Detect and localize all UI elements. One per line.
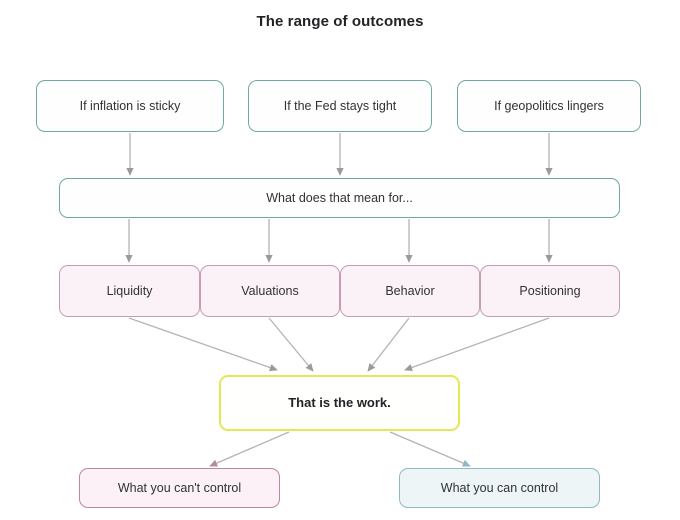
node-label: That is the work. [288,395,391,411]
node-label: Valuations [241,283,299,298]
node-label: What you can't control [117,480,242,495]
node-if-the-fed-stays-tight[interactable]: If the Fed stays tight [248,80,432,132]
node-label: If geopolitics lingers [494,98,604,113]
node-what-you-can-control[interactable]: What you can control [399,468,600,508]
node-behavior[interactable]: Behavior [340,265,480,317]
edge-liquidity-to-conclusion [128,317,278,372]
node-label: If inflation is sticky [79,98,181,113]
edge-positioning-to-conclusion [404,317,550,372]
edge-conclusion-to-cant-control [209,431,290,467]
node-label: If the Fed stays tight [283,98,397,113]
node-what-does-that-mean-for[interactable]: What does that mean for... [59,178,620,218]
page-title: The range of outcomes [256,13,424,30]
node-label: What you can control [440,480,559,495]
node-that-is-the-work[interactable]: That is the work. [219,375,460,431]
node-valuations[interactable]: Valuations [200,265,340,317]
node-liquidity[interactable]: Liquidity [59,265,200,317]
node-if-geopolitics-lingers[interactable]: If geopolitics lingers [457,80,641,132]
node-if-inflation-is-sticky[interactable]: If inflation is sticky [36,80,224,132]
node-label: What does that mean for... [266,190,413,205]
node-label: Behavior [385,283,435,298]
node-label: Positioning [519,283,581,298]
edge-valuations-to-conclusion [268,317,314,372]
edge-conclusion-to-can-control [389,431,471,467]
node-label: Liquidity [106,283,153,298]
node-what-you-cant-control[interactable]: What you can't control [79,468,280,508]
node-positioning[interactable]: Positioning [480,265,620,317]
edge-behavior-to-conclusion [367,317,410,372]
